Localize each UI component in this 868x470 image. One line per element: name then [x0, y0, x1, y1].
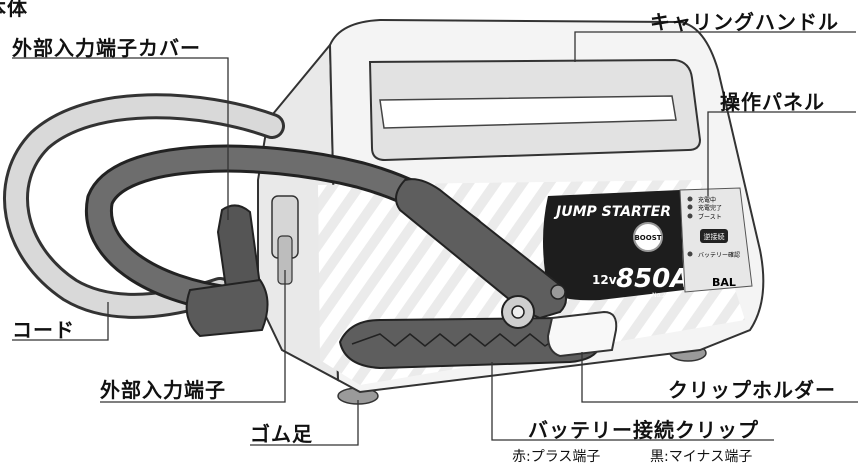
battery-clip-teeth	[351, 333, 561, 347]
charging-led	[687, 196, 693, 202]
clip-black-note: 黒:マイナス端子	[650, 449, 753, 465]
handle-grip	[379, 95, 677, 129]
clip-pivot-bolt	[511, 305, 525, 319]
amperage-text: 850A	[616, 264, 690, 294]
label-battery-clip: バッテリー接続クリップ	[528, 418, 759, 442]
leader-carry-handle	[574, 31, 856, 62]
clip-red-note: 赤:プラス端子	[512, 449, 601, 465]
brand-text: JUMP STARTER	[553, 204, 671, 220]
label-rubber-feet: ゴム足	[250, 422, 313, 446]
leader-rubber-feet	[250, 400, 359, 446]
leader-external-input	[100, 270, 286, 403]
battery-clip-upper-jaw	[395, 178, 567, 320]
leader-control-panel	[707, 111, 856, 196]
leader-lines	[12, 31, 858, 446]
label-control-panel: 操作パネル	[720, 90, 825, 114]
model-number: No.2711	[652, 292, 677, 299]
panel-indicator-boost: ブースト	[698, 213, 722, 221]
boost-led	[687, 213, 693, 219]
clip-holder	[546, 310, 618, 358]
clip-screw	[550, 284, 566, 300]
leader-external-cover	[12, 57, 229, 220]
panel-indicator-charged: 充電完了	[698, 204, 722, 212]
leader-battery-clip	[491, 362, 774, 441]
charged-led	[687, 204, 693, 210]
boost-button[interactable]	[633, 222, 663, 252]
label-cord: コード	[12, 318, 75, 342]
leader-clip-holder	[581, 352, 858, 403]
cord-connector	[185, 278, 269, 338]
label-external-input-cover: 外部入力端子カバー	[12, 36, 201, 60]
leader-cord	[12, 302, 109, 341]
panel-indicator-charging: 充電中	[698, 196, 716, 204]
battery-check-led	[687, 251, 693, 257]
reverse-connection-label: 逆接続	[704, 232, 725, 241]
boost-label: BOOST	[634, 234, 661, 242]
cord	[6, 96, 282, 316]
label-clip-holder: クリップホルダー	[668, 378, 836, 402]
header-partial-label: 本体	[0, 0, 28, 20]
label-external-input: 外部入力端子	[100, 378, 226, 402]
label-carrying-handle: キャリングハンドル	[650, 10, 839, 34]
front-label-plate	[543, 190, 684, 301]
panel-indicator-battery: バッテリー確認	[698, 251, 740, 259]
maker-logo: BAL	[712, 276, 736, 289]
reverse-connection-button[interactable]	[700, 229, 728, 243]
voltage-text: 12v	[592, 273, 617, 287]
